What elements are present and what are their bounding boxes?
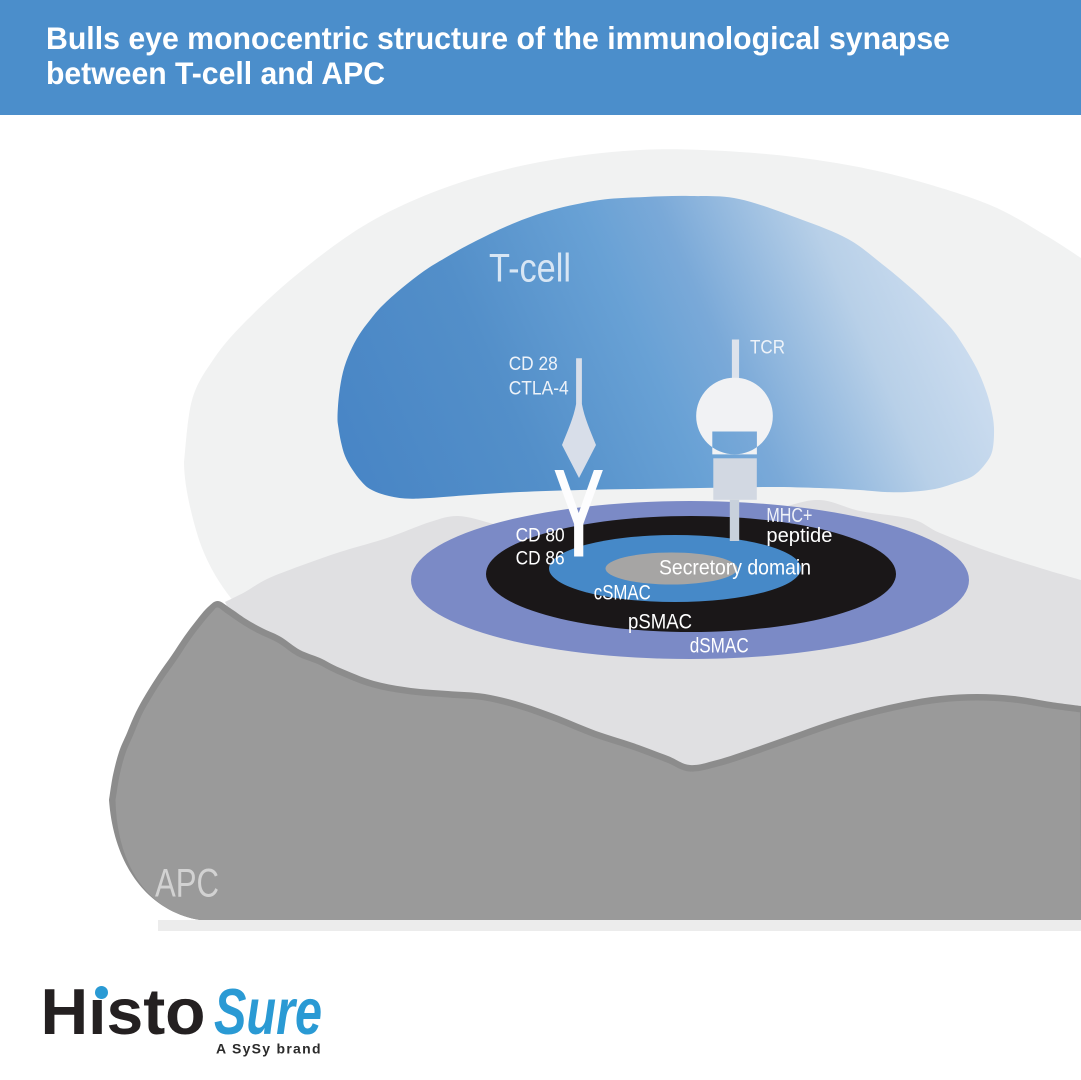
svg-text:A SySy brand: A SySy brand <box>216 1041 323 1057</box>
svg-text:Bulls eye monocentric structur: Bulls eye monocentric structure of the i… <box>46 20 950 56</box>
svg-text:CD 80: CD 80 <box>516 526 565 547</box>
svg-text:Sure: Sure <box>214 975 322 1048</box>
svg-text:between T-cell and APC: between T-cell and APC <box>46 55 385 91</box>
svg-text:CTLA-4: CTLA-4 <box>509 378 569 399</box>
svg-text:MHC+: MHC+ <box>766 505 812 527</box>
svg-text:TCR: TCR <box>750 338 785 359</box>
svg-text:Secretory domain: Secretory domain <box>659 556 811 579</box>
svg-text:cSMAC: cSMAC <box>594 581 651 604</box>
svg-text:peptide: peptide <box>766 525 832 547</box>
svg-text:CD 86: CD 86 <box>516 548 565 569</box>
svg-text:Histo: Histo <box>41 975 206 1048</box>
svg-text:T-cell: T-cell <box>489 247 571 291</box>
svg-text:pSMAC: pSMAC <box>628 611 692 634</box>
svg-text:CD 28: CD 28 <box>509 354 558 375</box>
svg-text:dSMAC: dSMAC <box>690 635 749 658</box>
svg-text:APC: APC <box>155 861 219 905</box>
